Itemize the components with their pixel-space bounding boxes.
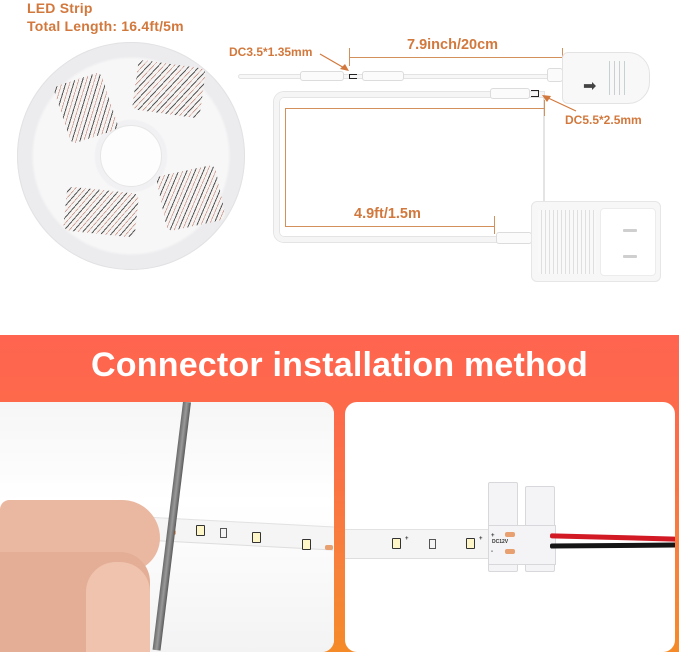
polarity-minus: - (491, 549, 493, 555)
dc-small-label: DC3.5*1.35mm (229, 45, 313, 59)
resistor (220, 528, 227, 538)
adapter-prong (623, 255, 637, 258)
dimension-tick (349, 48, 350, 66)
power-adapter-image (531, 201, 661, 282)
controller-length-label: 7.9inch/20cm (407, 37, 499, 53)
dimension-tick (544, 100, 545, 116)
pointer-arrow-icon (542, 95, 577, 112)
black-wire (549, 542, 675, 549)
voltage-label: DC12V (492, 539, 509, 545)
polarity-plus: + (491, 533, 495, 539)
step-cut-strip-photo (0, 402, 334, 652)
resistor (429, 539, 436, 549)
dc-barrel-plug (490, 88, 530, 99)
product-diagram: LED Strip Total Length: 16.4ft/5m DC3.5*… (17, 0, 661, 282)
polarity-plus: + (405, 536, 409, 542)
adapter-strain-relief (496, 232, 532, 244)
solder-pad (325, 545, 333, 550)
coil-segment (131, 59, 207, 119)
coil-segment (62, 186, 140, 238)
total-length-label: Total Length: 16.4ft/5m (27, 18, 184, 34)
installation-section: Connector installation method + + + DC12… (0, 335, 679, 652)
led-chip (252, 532, 261, 543)
led-chip (392, 538, 401, 549)
coil-segment (155, 164, 227, 232)
dc-barrel-pin (531, 90, 539, 97)
adapter-length-label: 4.9ft/1.5m (354, 206, 421, 222)
led-strip (345, 529, 495, 559)
dimension-line (285, 226, 494, 227)
dc-female-plug (300, 71, 344, 81)
led-chip (466, 538, 475, 549)
dimension-line (285, 108, 545, 109)
contact-pin (505, 532, 515, 537)
led-chip (196, 525, 205, 536)
connector-body (488, 525, 556, 565)
dimension-line (349, 57, 562, 58)
direction-arrow-icon: ➡ (583, 78, 597, 95)
controller-label (605, 61, 627, 95)
step-attach-connector-photo: + + + DC12V - (345, 402, 675, 652)
contact-pin (505, 549, 515, 554)
dc-pin (349, 74, 357, 79)
adapter-prong (623, 229, 637, 232)
thumb (86, 562, 150, 652)
controller-strain-relief (547, 68, 563, 82)
pointer-arrow-icon (319, 53, 349, 71)
led-strip-reel-image (17, 42, 245, 270)
adapter-plug-face (600, 208, 656, 276)
red-wire (549, 533, 675, 542)
dimension-tick (494, 216, 495, 234)
adapter-rating-label (538, 210, 596, 274)
product-title: LED Strip (27, 0, 93, 16)
adapter-cable (274, 92, 544, 242)
led-chip (302, 539, 311, 550)
section-title: Connector installation method (91, 346, 588, 384)
dc-large-label: DC5.5*2.5mm (565, 113, 642, 127)
polarity-plus: + (479, 536, 483, 542)
dc-male-plug (362, 71, 404, 81)
reel-hub (100, 125, 162, 187)
ir-controller-image: ➡ (562, 52, 650, 104)
dimension-line (285, 108, 286, 226)
